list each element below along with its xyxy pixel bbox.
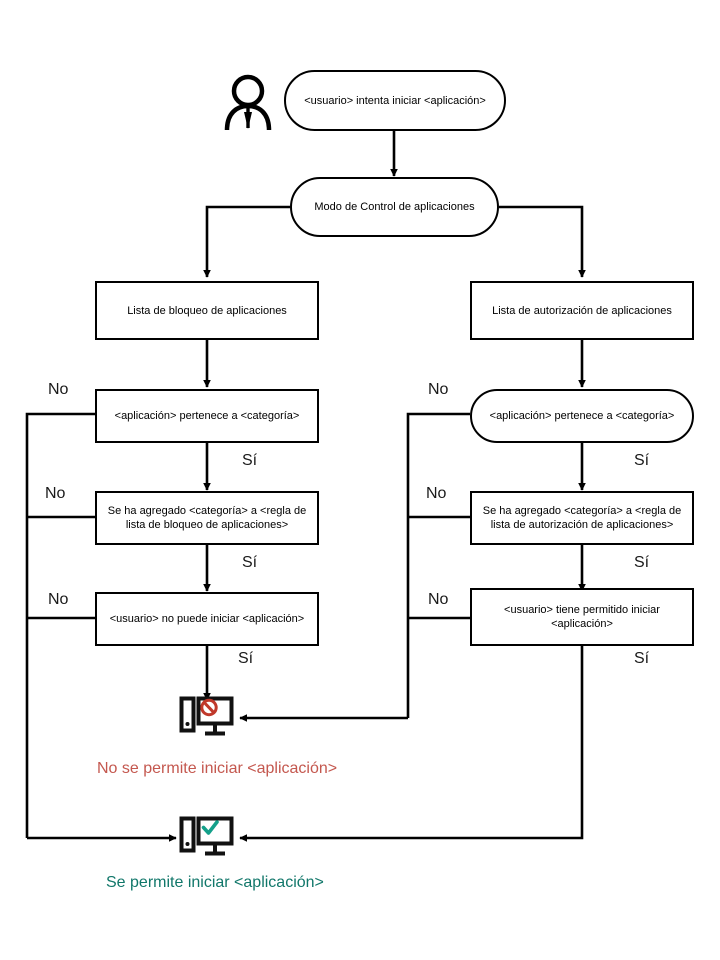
edge-label-left-no-1: No xyxy=(48,381,69,398)
edge-label-right-yes-1: Sí xyxy=(634,452,650,469)
node-deny-user-label: <usuario> no puede iniciar <aplicación> xyxy=(109,613,305,625)
computer-allowed-icon xyxy=(179,816,235,862)
node-deny-category[interactable]: <aplicación> pertenece a <categoría> xyxy=(95,389,319,443)
node-deny-list[interactable]: Lista de bloqueo de aplicaciones xyxy=(95,281,319,340)
node-allow-rule[interactable]: Se ha agregado <categoría> a <regla de l… xyxy=(470,491,694,545)
node-allow-rule-label: Se ha agregado <categoría> a <regla de l… xyxy=(482,505,682,531)
node-deny-user[interactable]: <usuario> no puede iniciar <aplicación> xyxy=(95,592,319,646)
node-deny-list-label: Lista de bloqueo de aplicaciones xyxy=(127,304,287,317)
node-start[interactable]: <usuario> intenta iniciar <aplicación> xyxy=(284,70,506,131)
node-allow-category-label: <aplicación> pertenece a <categoría> xyxy=(489,410,675,422)
edge-label-left-yes-2: Sí xyxy=(242,554,258,571)
node-deny-rule-label: Se ha agregado <categoría> a <regla de l… xyxy=(107,505,307,531)
edge-label-right-yes-3: Sí xyxy=(634,650,650,667)
user-actor-icon xyxy=(222,72,274,132)
edge-allowuser-yes-to-allowed xyxy=(239,646,584,842)
edge-label-right-yes-2: Sí xyxy=(634,554,650,571)
node-allow-user[interactable]: <usuario> tiene permitido iniciar <aplic… xyxy=(470,588,694,646)
edge-label-left-no-2: No xyxy=(45,485,66,502)
node-deny-rule[interactable]: Se ha agregado <categoría> a <regla de l… xyxy=(95,491,319,545)
node-allow-list-label: Lista de autorización de aplicaciones xyxy=(492,304,672,317)
node-allow-user-label: <usuario> tiene permitido iniciar <aplic… xyxy=(504,604,660,630)
edge-label-right-no-2: No xyxy=(426,485,447,502)
node-allow-category[interactable]: <aplicación> pertenece a <categoría> xyxy=(470,389,694,443)
edge-label-left-yes-1: Sí xyxy=(242,452,258,469)
node-mode-label: Modo de Control de aplicaciones xyxy=(314,201,475,213)
edge-right-no-trunk-1 xyxy=(406,412,470,718)
denied-caption: No se permite iniciar <aplicación> xyxy=(97,760,338,777)
node-start-label: <usuario> intenta iniciar <aplicación> xyxy=(304,94,486,107)
node-mode[interactable]: Modo de Control de aplicaciones xyxy=(290,177,499,237)
edge-left-no-trunk-1 xyxy=(25,412,95,838)
edge-mode-to-allowlist xyxy=(499,205,586,278)
computer-blocked-icon xyxy=(179,696,235,742)
edge-label-right-no-3: No xyxy=(428,591,449,608)
node-allow-list[interactable]: Lista de autorización de aplicaciones xyxy=(470,281,694,340)
node-deny-category-label: <aplicación> pertenece a <categoría> xyxy=(114,410,300,422)
allowed-caption: Se permite iniciar <aplicación> xyxy=(106,874,324,891)
edge-label-left-no-3: No xyxy=(48,591,69,608)
edge-mode-to-denylist xyxy=(203,205,290,278)
edge-label-right-no-1: No xyxy=(428,381,449,398)
edge-label-left-yes-3: Sí xyxy=(238,650,254,667)
